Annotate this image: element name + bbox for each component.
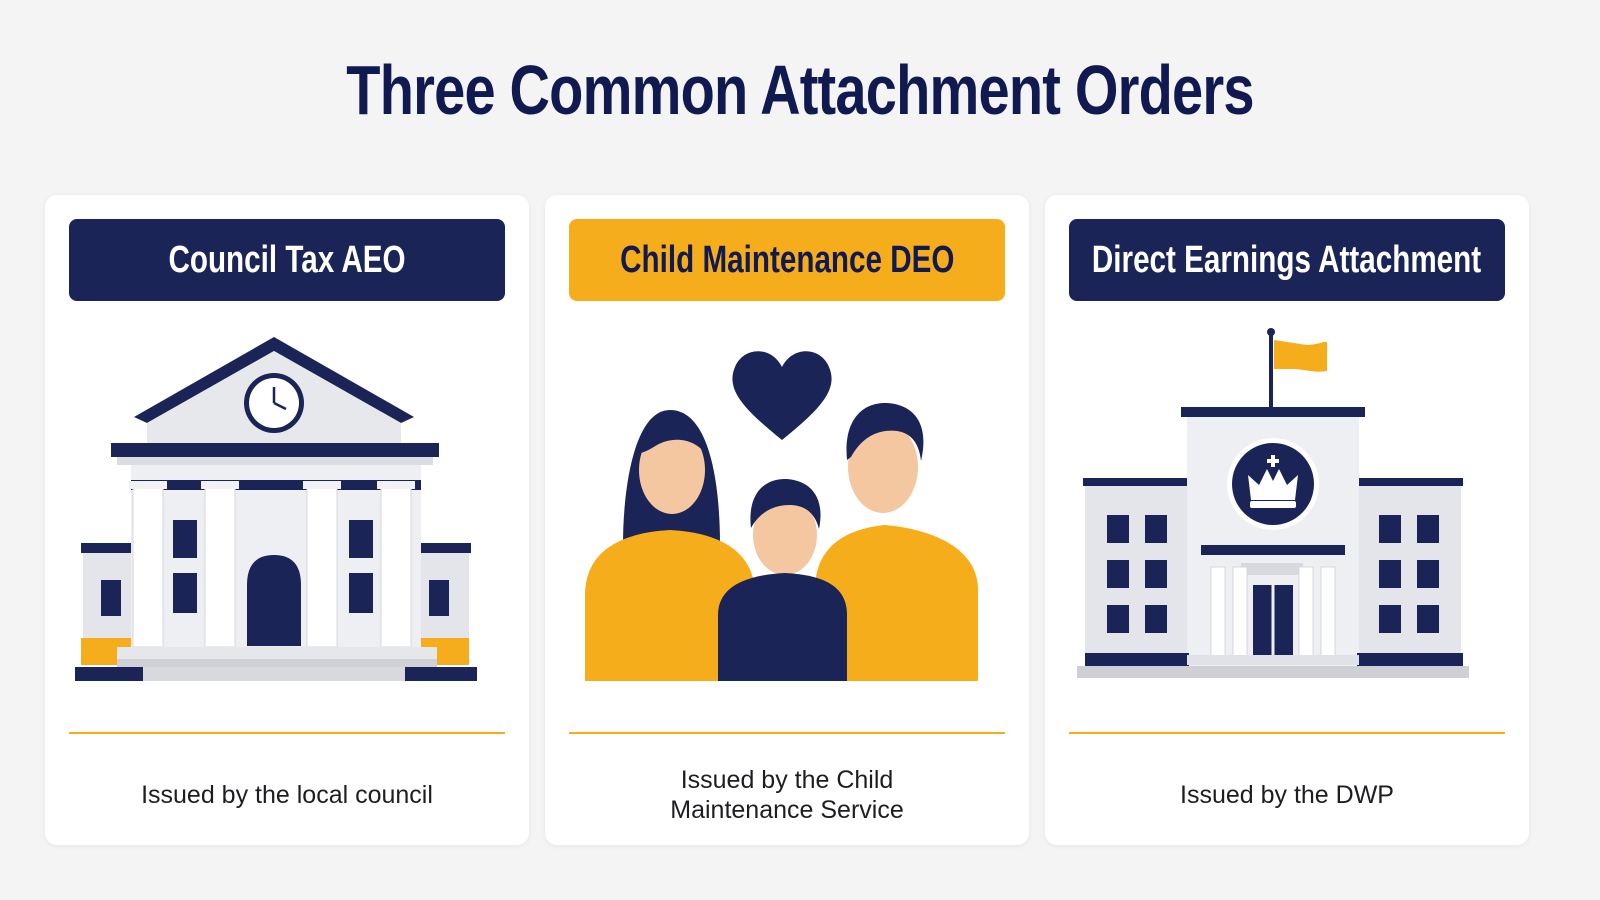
card-direct-earnings: Direct Earnings Attachment <box>1045 195 1529 845</box>
card-header: Direct Earnings Attachment <box>1069 219 1505 301</box>
card-caption: Issued by the DWP <box>1180 781 1394 809</box>
card-header-label: Council Tax AEO <box>168 238 406 281</box>
card-header-label: Direct Earnings Attachment <box>1092 238 1482 281</box>
card-caption: Issued by the Child Maintenance Service <box>670 766 904 824</box>
card-caption: Issued by the local council <box>141 781 433 809</box>
government-building-icon <box>1077 328 1469 678</box>
card-header: Child Maintenance DEO <box>569 219 1005 301</box>
card-divider <box>69 732 505 734</box>
card-header-label: Child Maintenance DEO <box>619 238 955 281</box>
card-divider <box>1069 732 1505 734</box>
card-council-tax: Council Tax AEO <box>45 195 529 845</box>
card-divider <box>569 732 1005 734</box>
family-icon <box>585 351 978 681</box>
council-building-icon <box>75 337 477 681</box>
card-header: Council Tax AEO <box>69 219 505 301</box>
page-title: Three Common Attachment Orders <box>346 51 1254 129</box>
card-child-maintenance: Child Maintenance DEO Issued by the Chil… <box>545 195 1029 845</box>
